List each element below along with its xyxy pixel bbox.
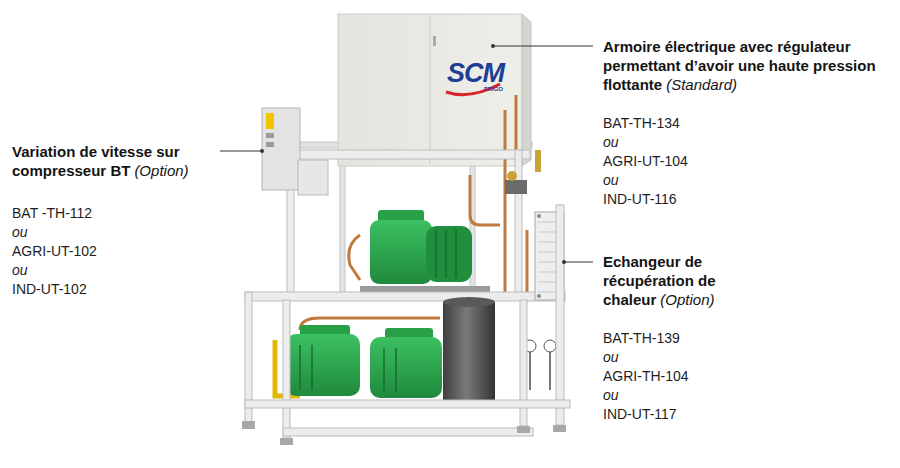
frame-beam: [283, 428, 533, 436]
reference-list: BAT-TH-139ouAGRI-TH-104ouIND-UT-117: [603, 329, 689, 424]
frame-post: [556, 205, 564, 425]
leader-dot: [260, 149, 264, 153]
cabinet-handle: [433, 36, 436, 46]
valve-cap: [507, 171, 517, 181]
copper-pipe: [504, 110, 507, 300]
alternative-word: ou: [603, 348, 689, 367]
frame-foot: [242, 421, 255, 429]
copper-pipe: [470, 175, 500, 225]
frame-post: [340, 158, 345, 298]
brand-logo: SCM: [447, 58, 504, 88]
electrical-cabinet: [338, 14, 522, 166]
cabinet-side: [522, 14, 531, 166]
leader-dot: [491, 44, 495, 48]
reference-list: BAT -TH-112ouAGRI-UT-102ouIND-UT-102: [12, 204, 97, 299]
receiver-tank: [443, 302, 495, 402]
frame-beam: [245, 400, 570, 408]
exchanger-bolt: [537, 214, 541, 218]
reference-code: BAT-TH-139: [603, 329, 689, 348]
callout-heading: Variation de vitesse sur compresseur BT(…: [12, 142, 218, 180]
motor-fins: [436, 230, 456, 278]
reference-code: AGRI-UT-102: [12, 242, 97, 261]
callout-qualifier: (Option): [660, 291, 714, 308]
cabinet-door-gap: [429, 16, 430, 164]
tank-top: [443, 297, 495, 307]
callout-qualifier: (Standard): [666, 76, 737, 93]
reference-code: BAT -TH-112: [12, 204, 97, 223]
frame-beam: [285, 150, 530, 159]
gauge-stem: [549, 352, 551, 390]
callout-qualifier: (Option): [134, 162, 188, 179]
safety-valve: [535, 150, 541, 172]
leader-line: [564, 262, 593, 263]
callout-heading: Armoire électrique avec régulateur perme…: [603, 37, 888, 94]
compressor-motor: [426, 226, 472, 282]
alternative-word: ou: [12, 261, 97, 280]
frame-post: [515, 150, 522, 300]
compressor-body: [286, 334, 360, 396]
compressor-body: [370, 337, 442, 398]
leader-line: [493, 46, 593, 47]
drive-button: [266, 142, 274, 147]
reference-code: IND-UT-117: [603, 405, 689, 424]
frame-foot: [553, 425, 566, 432]
alternative-word: ou: [603, 171, 688, 190]
alternative-word: ou: [603, 386, 689, 405]
reference-code: BAT-TH-134: [603, 114, 688, 133]
reference-code: AGRI-UT-104: [603, 152, 688, 171]
drive-display: [266, 113, 274, 129]
junction-box: [298, 160, 328, 195]
copper-pipe: [349, 235, 360, 280]
exchanger-bolt: [537, 294, 541, 298]
brand-subtitle: FRIGO: [484, 86, 503, 93]
valve: [505, 180, 527, 194]
compressor-base: [360, 286, 490, 292]
alternative-word: ou: [12, 223, 97, 242]
pressure-gauge: [544, 340, 556, 352]
frame-post: [283, 300, 290, 438]
drive-button: [266, 133, 274, 138]
alternative-word: ou: [603, 133, 688, 152]
frame-foot: [280, 438, 293, 445]
frame-foot: [517, 426, 530, 433]
reference-code: IND-UT-116: [603, 190, 688, 209]
callout-title: Armoire électrique avec régulateur perme…: [603, 38, 876, 93]
speed-drive-box: [262, 108, 300, 190]
compressor-body: [370, 220, 432, 284]
callout-heading: Echangeur de récupération de chaleur(Opt…: [603, 252, 795, 309]
reference-code: IND-UT-102: [12, 280, 97, 299]
frame-beam: [245, 292, 565, 301]
gauge-stem: [529, 352, 531, 390]
leader-dot: [562, 260, 566, 264]
motor-fins: [300, 345, 396, 392]
reference-list: BAT-TH-134ouAGRI-UT-104ouIND-UT-116: [603, 114, 688, 209]
leader-line: [220, 151, 262, 152]
reference-code: AGRI-TH-104: [603, 367, 689, 386]
